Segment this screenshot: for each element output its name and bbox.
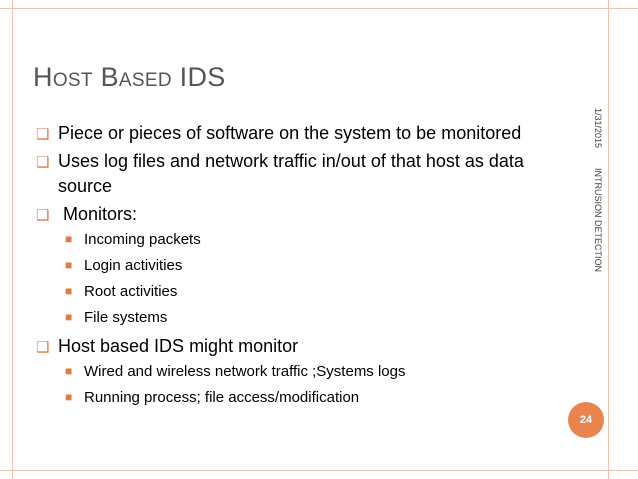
- page-number-badge: 24: [568, 402, 604, 438]
- sub-bullet-item: ■ Login activities: [36, 256, 556, 275]
- title-initial-2: B: [100, 62, 119, 92]
- side-footer: 1/31/2015INTRUSION DETECTION: [593, 108, 603, 284]
- curled-square-bullet-icon: ❑: [36, 339, 50, 356]
- bullet-list: ❑ Piece or pieces of software on the syst…: [36, 121, 556, 414]
- frame-line-bottom: [0, 470, 638, 471]
- sub-bullet-text: Root activities: [84, 283, 178, 300]
- frame-line-left: [12, 0, 13, 479]
- sub-bullet-text: Incoming packets: [84, 231, 201, 248]
- bullet-item: ❑ Host based IDS might monitor: [36, 334, 556, 359]
- sub-bullet-item: ■ Wired and wireless network traffic ;Sys…: [36, 362, 556, 381]
- square-bullet-icon: ■: [65, 258, 73, 272]
- bullet-text: Piece or pieces of software on the syste…: [58, 123, 522, 143]
- bullet-item: ❑ Uses log files and network traffic in/o…: [36, 149, 556, 199]
- bullet-text: Monitors:: [58, 204, 138, 224]
- frame-line-right: [608, 0, 609, 479]
- slide-date: 1/31/2015: [593, 108, 603, 149]
- bullet-text: Host based IDS might monitor: [58, 336, 299, 356]
- bullet-item: ❑ Monitors:: [36, 202, 556, 227]
- sub-bullet-item: ■ Root activities: [36, 282, 556, 301]
- sub-bullet-text: File systems: [84, 309, 168, 326]
- bullet-item: ❑ Piece or pieces of software on the syst…: [36, 121, 556, 146]
- section-name: INTRUSION DETECTION: [593, 168, 603, 273]
- sub-bullet-text: Wired and wireless network traffic ;Syst…: [84, 363, 406, 380]
- sub-bullet-text: Running process; file access/modificatio…: [84, 389, 360, 406]
- sub-bullet-item: ■ File systems: [36, 308, 556, 327]
- curled-square-bullet-icon: ❑: [36, 126, 50, 143]
- square-bullet-icon: ■: [65, 390, 73, 404]
- slide-title: HOST BASED IDS: [33, 64, 226, 91]
- square-bullet-icon: ■: [65, 232, 73, 246]
- square-bullet-icon: ■: [65, 364, 73, 378]
- sub-bullet-item: ■ Running process; file access/modificati…: [36, 388, 556, 407]
- curled-square-bullet-icon: ❑: [36, 207, 50, 224]
- title-initial-1: H: [33, 62, 53, 92]
- bullet-text: Uses log files and network traffic in/ou…: [58, 151, 524, 196]
- title-rest-1: OST: [52, 70, 93, 91]
- curled-square-bullet-icon: ❑: [36, 154, 50, 171]
- frame-line-top: [0, 8, 638, 9]
- sub-bullet-item: ■ Incoming packets: [36, 230, 556, 249]
- sub-bullet-text: Login activities: [84, 257, 183, 274]
- title-word-3: IDS: [179, 62, 226, 92]
- square-bullet-icon: ■: [65, 284, 73, 298]
- title-rest-2: ASED: [118, 70, 172, 91]
- square-bullet-icon: ■: [65, 310, 73, 324]
